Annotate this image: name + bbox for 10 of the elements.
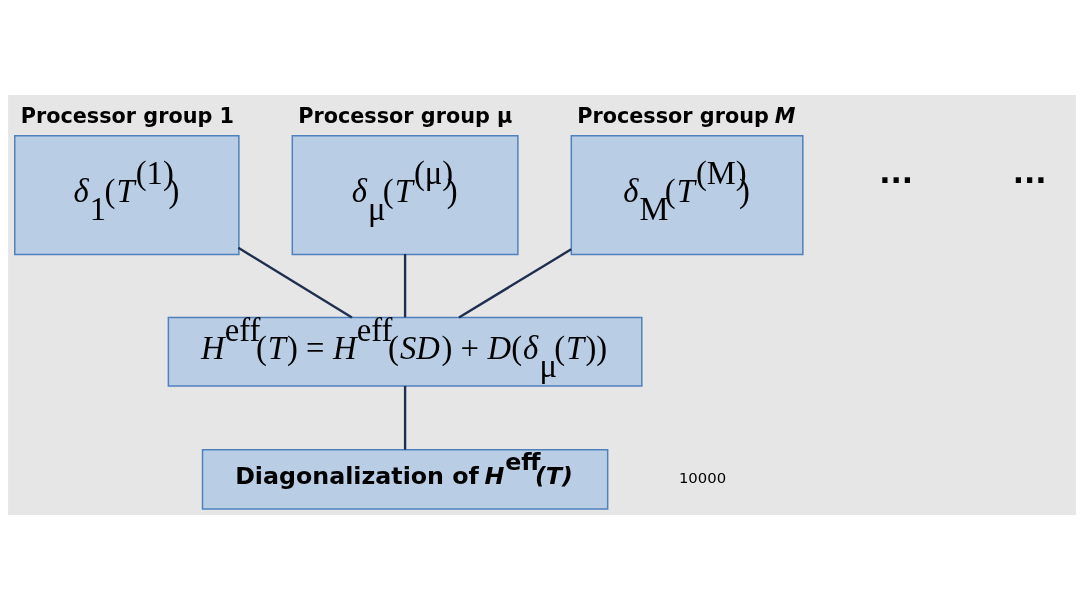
connector xyxy=(237,246,353,319)
connector xyxy=(403,253,407,317)
node-label: Processor group μ xyxy=(298,103,513,128)
connector xyxy=(403,385,407,450)
node-label: Processor group 1 xyxy=(20,103,234,128)
label: ... xyxy=(879,154,914,190)
node-label: Processor group M xyxy=(577,103,796,128)
connector xyxy=(458,247,572,319)
label: ... xyxy=(1012,154,1047,190)
label: 10000 xyxy=(678,468,727,486)
